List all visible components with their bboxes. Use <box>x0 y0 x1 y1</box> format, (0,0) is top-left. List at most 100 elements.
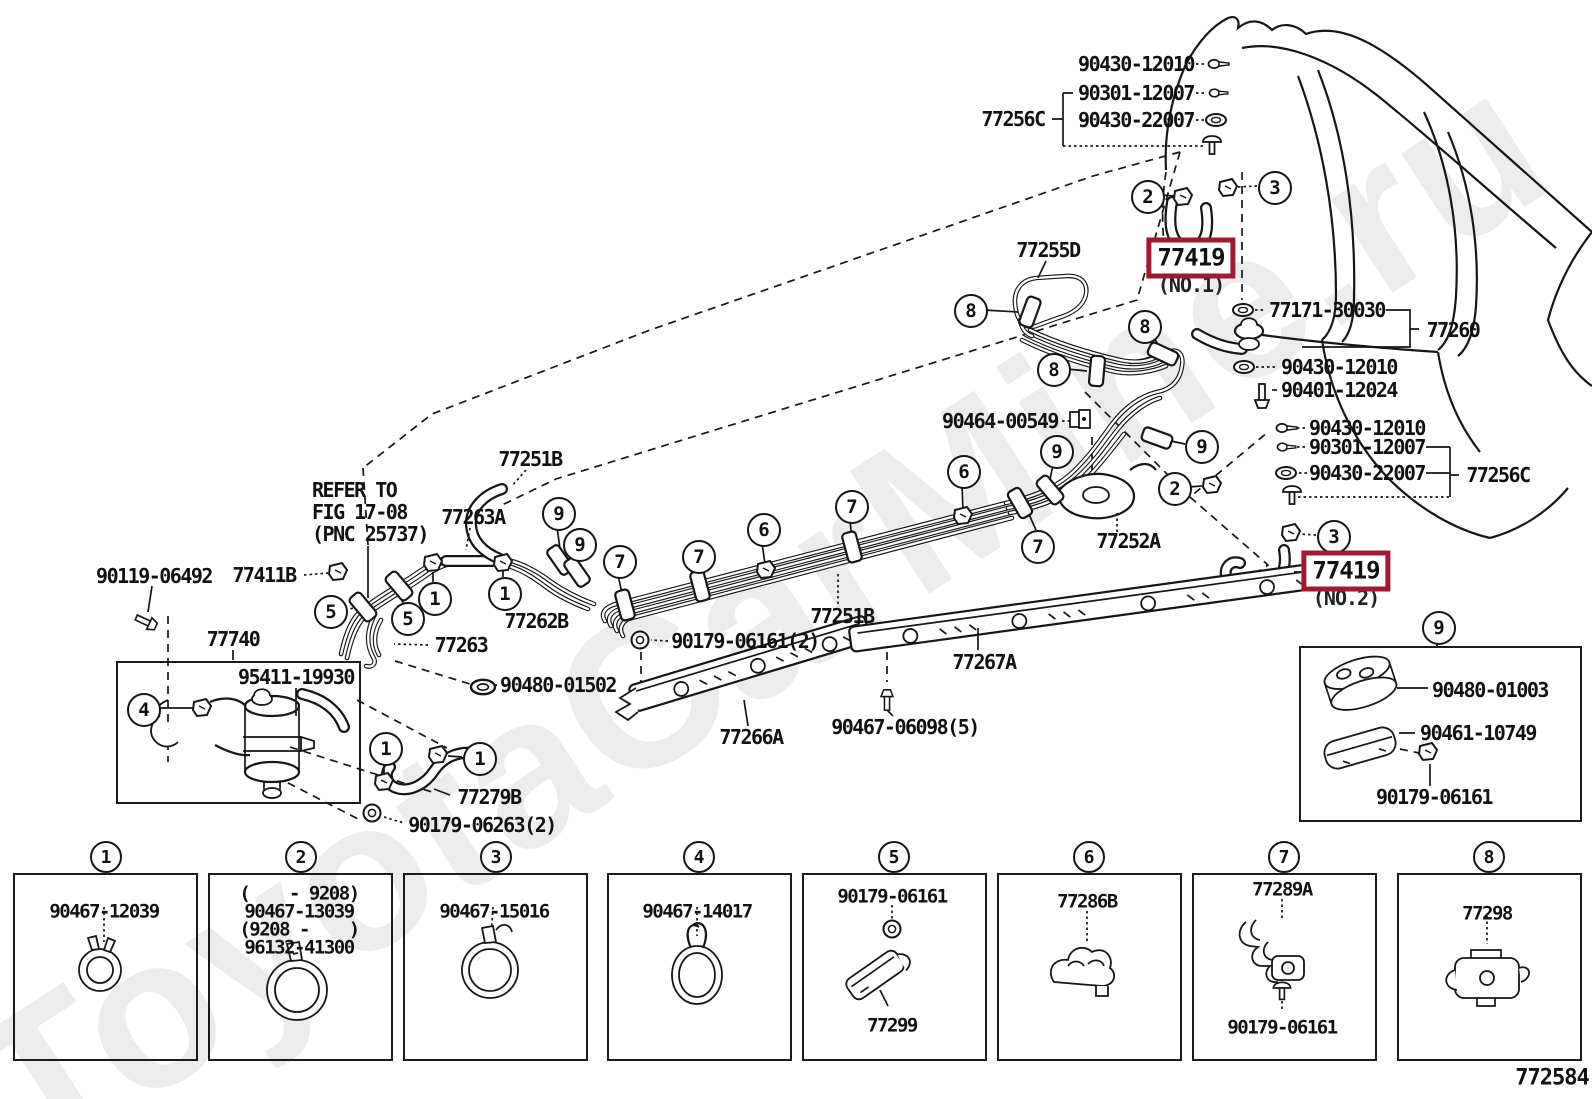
car-body-outline <box>1161 16 1592 540</box>
clip-no1-icon <box>1173 187 1193 206</box>
callout-9-inset: 9 <box>1422 611 1456 645</box>
legend5-part2: 77299 <box>867 1014 918 1037</box>
callout-8-a: 8 <box>954 294 988 328</box>
inset-box-9 <box>1299 646 1582 822</box>
clip-1c-icon <box>374 772 394 791</box>
callout-7-a: 7 <box>1021 530 1055 564</box>
pin-90301-12007-icon <box>1208 88 1229 98</box>
rivet-fastener-icon <box>1202 135 1222 155</box>
legend2-range1: ( - 9208) <box>239 882 360 905</box>
rivet-fastener2-icon <box>1282 485 1302 505</box>
label-77262B: 77262B <box>504 609 569 633</box>
label-77266A: 77266A <box>719 725 784 749</box>
legend-box-2 <box>208 873 393 1061</box>
legend3-part: 90467-15016 <box>439 900 550 923</box>
highlighted-part-77419-no2[interactable]: 77419 <box>1301 550 1391 592</box>
fuel-pump-assembly <box>150 688 315 799</box>
label-77411B: 77411B <box>232 563 297 587</box>
callout-3-a: 3 <box>1258 171 1292 205</box>
group-box-77740 <box>116 661 361 804</box>
clip-1a-icon <box>423 553 443 572</box>
legend-num-8: 8 <box>1473 841 1505 873</box>
label-90464-00549: 90464-00549 <box>942 409 1059 433</box>
highlighted-part-77419-no1[interactable]: 77419 <box>1146 237 1236 279</box>
legend-num-1: 1 <box>90 841 122 873</box>
label-90430-22007-b: 90430-22007 <box>1309 461 1426 485</box>
legend2-range2: (9208 - ) <box>239 918 360 941</box>
pin-90430b-icon <box>1275 422 1298 434</box>
label-90179-06161-x2: 90179-06161(2) <box>671 629 820 653</box>
callout-1-b: 1 <box>488 577 522 611</box>
clip-2b-icon <box>1202 475 1222 494</box>
legend7-part2: 90179-06161 <box>1227 1016 1338 1039</box>
legend7-part1: 77289A <box>1252 878 1313 901</box>
hose-77260 <box>1191 317 1265 355</box>
legend-num-4: 4 <box>683 841 715 873</box>
callout-1-d: 1 <box>463 742 497 776</box>
legend-box-3 <box>403 873 588 1061</box>
label-90467-06098-x5: 90467-06098(5) <box>831 715 980 739</box>
callout-7-b: 7 <box>835 490 869 524</box>
label-90480-01502: 90480-01502 <box>500 673 617 697</box>
label-77740: 77740 <box>206 627 261 651</box>
callout-9-d: 9 <box>563 528 597 562</box>
legend-num-6: 6 <box>1073 841 1105 873</box>
legend-box-5 <box>802 873 987 1061</box>
label-77251B-b: 77251B <box>810 604 875 628</box>
callout-8-b: 8 <box>1128 310 1162 344</box>
callout-4-a: 4 <box>127 693 161 727</box>
callout-3-b: 3 <box>1317 520 1351 554</box>
sill-77266A-end-bracket <box>614 687 639 722</box>
callout-6-a: 6 <box>947 455 981 489</box>
sill-protector-77267A <box>848 556 1354 653</box>
clip-77411B-icon <box>328 562 348 581</box>
label-90480-01003: 90480-01003 <box>1432 678 1549 702</box>
legend-box-6 <box>997 873 1182 1061</box>
legend4-part: 90467-14017 <box>642 900 753 923</box>
label-90301-12007-b: 90301-12007 <box>1309 435 1426 459</box>
callout-9-a: 9 <box>1040 435 1074 469</box>
legend-num-5: 5 <box>878 841 910 873</box>
label-77252A: 77252A <box>1096 529 1161 553</box>
clamp-90464-icon <box>1069 409 1091 429</box>
legend8-part: 77298 <box>1462 902 1513 925</box>
label-90430-12010-b: 90430-12010 <box>1281 355 1398 379</box>
legend-box-1 <box>13 873 198 1061</box>
clip-3b-icon <box>1281 523 1301 542</box>
label-90430-12010-c: 90430-12010 <box>1309 416 1426 440</box>
pin-90301b-icon <box>1276 442 1297 452</box>
label-90179-06263-x2: 90179-06263(2) <box>408 813 557 837</box>
callout-9-c: 9 <box>542 497 576 531</box>
label-90430-22007-a: 90430-22007 <box>1078 108 1195 132</box>
grommet-77171-icon <box>1232 303 1254 317</box>
grommet-90480-01502-icon <box>469 678 497 696</box>
label-77255D: 77255D <box>1016 238 1081 262</box>
clip-1d-icon <box>428 745 448 764</box>
clip-1b-icon <box>493 553 513 572</box>
callout-6-b: 6 <box>747 513 781 547</box>
legend-num-2: 2 <box>285 841 317 873</box>
label-refer-line1: REFER TO <box>312 478 398 502</box>
callout-1-a: 1 <box>418 582 452 616</box>
grommet-90430-icon <box>1233 360 1255 374</box>
label-90430-12010-a: 90430-12010 <box>1078 52 1195 76</box>
legend-num-7: 7 <box>1268 841 1300 873</box>
callout-2-a: 2 <box>1131 180 1165 214</box>
bracket-77252A <box>1056 462 1157 520</box>
legend2-part2: 96132-41300 <box>244 936 355 959</box>
legend5-part1: 90179-06161 <box>837 885 948 908</box>
bolt-90401-12024-icon <box>1254 383 1270 409</box>
label-90461-10749: 90461-10749 <box>1420 721 1537 745</box>
legend-box-4 <box>607 873 792 1061</box>
callout-8-c: 8 <box>1037 353 1071 387</box>
inset9-parts-art <box>1323 655 1438 770</box>
clip-6a-icon <box>953 506 973 525</box>
label-90119-06492: 90119-06492 <box>96 564 213 588</box>
label-95411-19930: 95411-19930 <box>238 665 355 689</box>
label-90301-12007-a: 90301-12007 <box>1078 81 1195 105</box>
legend-box-7 <box>1192 873 1377 1061</box>
callout-7-c: 7 <box>682 540 716 574</box>
bolt-90119-06492-icon <box>132 610 160 634</box>
